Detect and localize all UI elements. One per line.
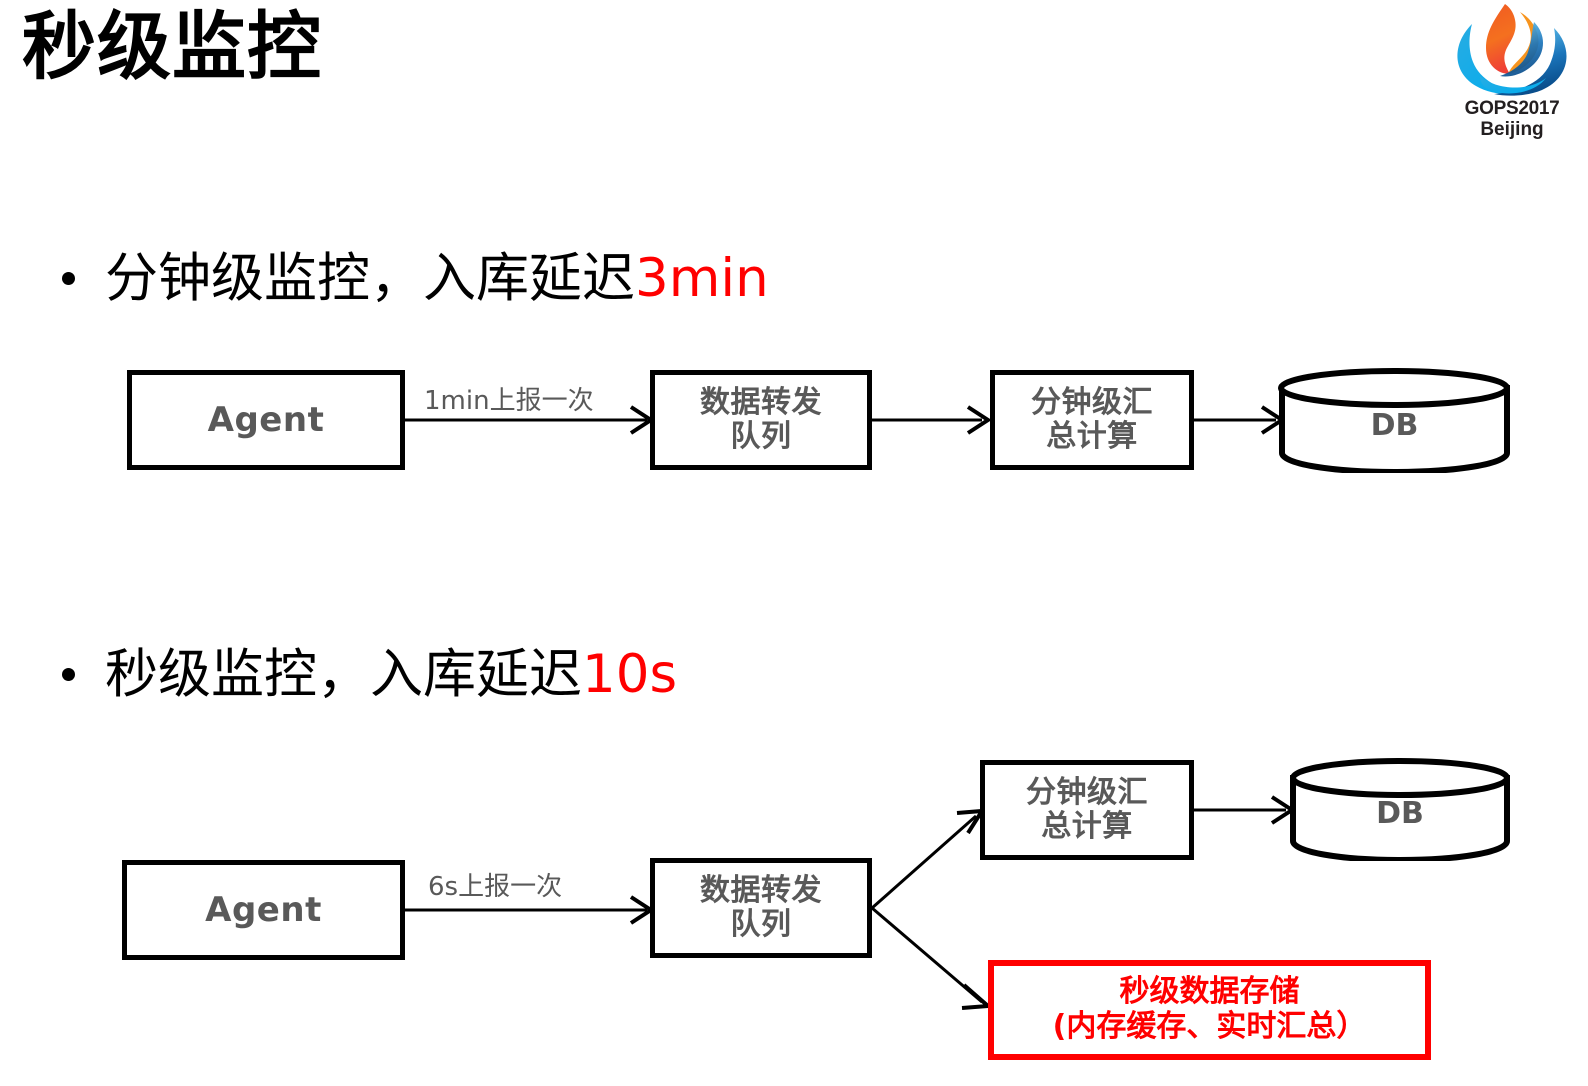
node-queue-1[interactable]: 数据转发 队列 [650, 370, 872, 470]
gops-flame-icon [1457, 4, 1567, 96]
arrow-agent-to-queue-1 [405, 405, 655, 435]
gops-logo: GOPS2017 Beijing [1442, 2, 1582, 142]
node-queue-2[interactable]: 数据转发 队列 [650, 858, 872, 958]
database-cylinder-icon [1290, 758, 1510, 864]
node-db-2-label: DB [1376, 796, 1424, 831]
node-queue-2-label: 数据转发 队列 [700, 872, 822, 942]
node-second-level-storage-label: 秒级数据存储 (内存缓存、实时汇总） [1052, 974, 1367, 1045]
bullet-minute-level-accent: 3min [635, 248, 769, 309]
node-agg-1-line1: 分钟级汇 [1031, 384, 1153, 420]
node-queue-2-line1: 数据转发 [700, 872, 822, 908]
node-agg-2-line2: 总计算 [1041, 809, 1133, 844]
bullet-second-level-accent: 10s [582, 644, 678, 705]
node-second-level-storage-line2: (内存缓存、实时汇总） [1052, 1009, 1367, 1044]
node-second-level-storage[interactable]: 秒级数据存储 (内存缓存、实时汇总） [988, 960, 1431, 1060]
node-agent-2[interactable]: Agent [122, 860, 405, 960]
node-agg-1-line2: 总计算 [1046, 419, 1138, 454]
edge-label-agent-queue-1: 1min上报一次 [424, 386, 594, 416]
node-agg-1-label: 分钟级汇 总计算 [1031, 384, 1153, 454]
node-queue-1-line2: 队列 [730, 419, 792, 454]
node-agg-2-label: 分钟级汇 总计算 [1026, 774, 1148, 844]
arrow-queue-to-agg-1 [872, 405, 992, 435]
node-second-level-storage-line1: 秒级数据存储 [1119, 974, 1300, 1010]
node-agg-1[interactable]: 分钟级汇 总计算 [990, 370, 1194, 470]
node-queue-2-line2: 队列 [730, 907, 792, 942]
node-agent-2-label: Agent [205, 889, 322, 930]
logo-text-line2: Beijing [1480, 119, 1544, 141]
logo-text-line1: GOPS2017 [1464, 98, 1560, 119]
node-agent-1[interactable]: Agent [127, 370, 405, 470]
node-db-1[interactable]: DB [1277, 368, 1512, 476]
node-queue-1-line1: 数据转发 [700, 384, 822, 420]
node-agg-2[interactable]: 分钟级汇 总计算 [980, 760, 1194, 860]
database-cylinder-icon [1278, 368, 1510, 476]
bullet-minute-level-text: 分钟级监控，入库延迟 [105, 248, 635, 309]
bullet-second-level-text: 秒级监控，入库延迟 [105, 644, 582, 705]
node-agent-1-label: Agent [207, 399, 325, 440]
bullet-marker-icon [62, 272, 75, 285]
page-title: 秒级监控 [22, 5, 322, 88]
node-db-1-label: DB [1370, 408, 1419, 443]
arrow-agent-to-queue-2 [405, 895, 655, 925]
node-queue-1-label: 数据转发 队列 [700, 384, 822, 454]
bullet-marker-icon [62, 668, 75, 681]
node-db-2[interactable]: DB [1288, 758, 1512, 864]
node-agg-2-line1: 分钟级汇 [1026, 774, 1148, 810]
edge-label-agent-queue-2: 6s上报一次 [428, 872, 563, 902]
